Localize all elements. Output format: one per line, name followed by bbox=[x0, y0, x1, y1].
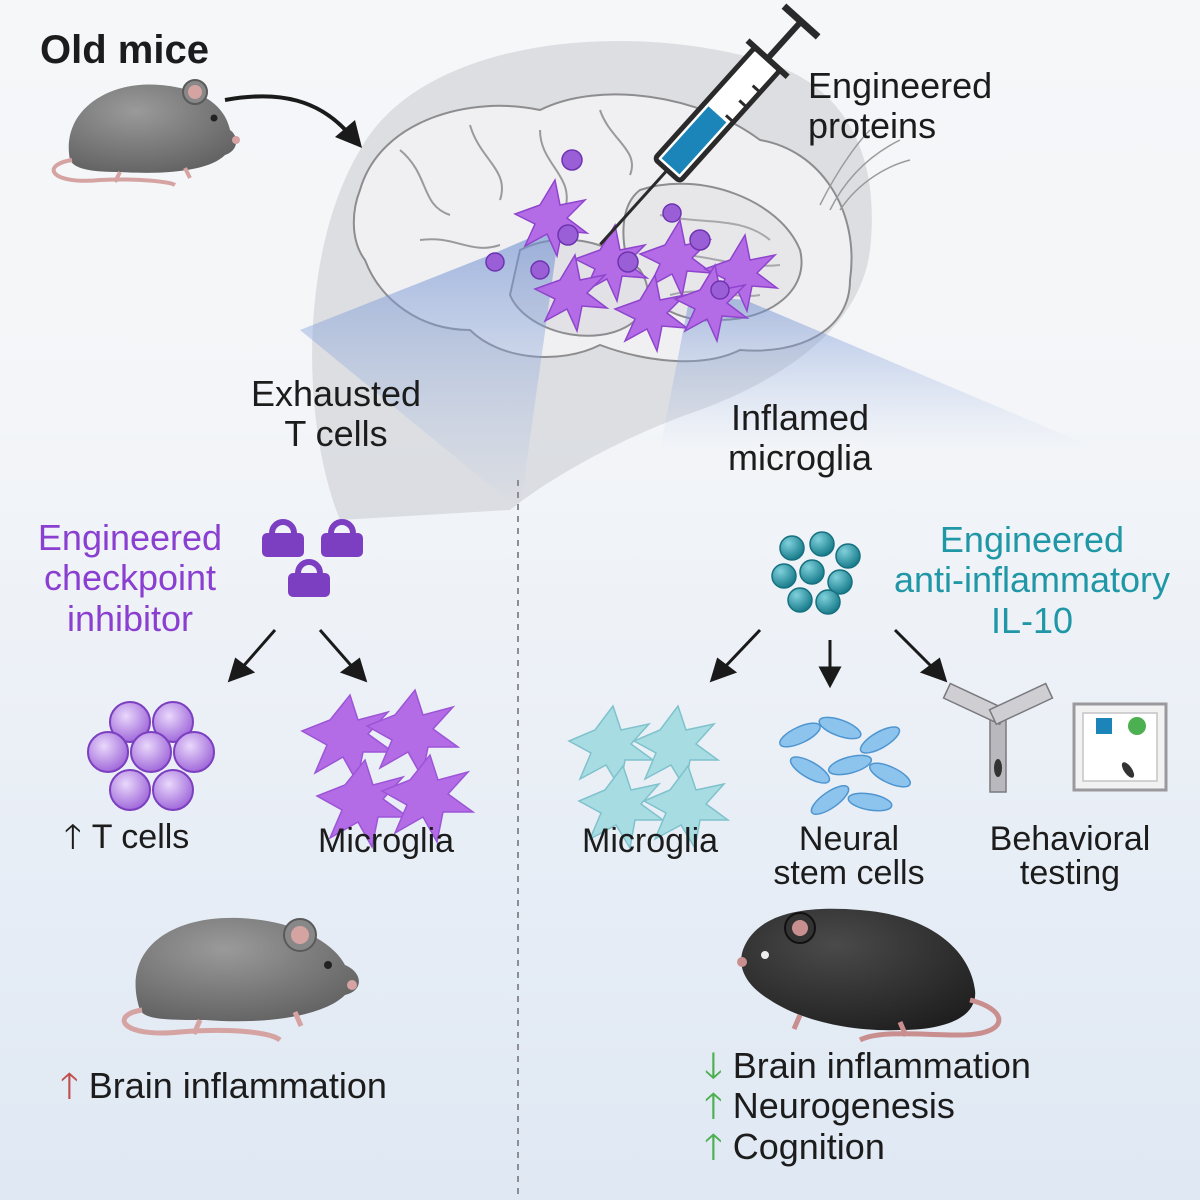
outcome-cognition: 🡑Cognition bbox=[704, 1125, 1031, 1167]
brain-tcells bbox=[485, 149, 730, 300]
up-arrow-icon: 🡑 bbox=[704, 1125, 723, 1167]
tcell-cluster bbox=[87, 701, 215, 811]
exhausted-tcells-label: Exhausted T cells bbox=[236, 373, 436, 455]
outcome-neurogenesis: 🡑Neurogenesis bbox=[704, 1085, 1031, 1127]
behavioral-testing-label: Behavioral testing bbox=[980, 822, 1160, 890]
old-mouse-top bbox=[51, 79, 240, 187]
il10-line2: anti-inflammatory bbox=[893, 559, 1171, 601]
up-arrow-icon: 🡑 bbox=[64, 818, 82, 856]
inflamed-microglia-label: Inflamed microglia bbox=[700, 397, 900, 479]
il10-label: Engineered anti-inflammatory IL-10 bbox=[874, 519, 1190, 641]
up-arrow-icon: 🡑 bbox=[704, 1085, 723, 1127]
behav-line1: Behavioral bbox=[989, 820, 1151, 858]
checkpoint-inhibitor-icons bbox=[262, 519, 363, 597]
neural-stem-cells bbox=[779, 716, 911, 815]
microglia-cluster-right bbox=[567, 704, 731, 851]
beam-right bbox=[660, 295, 1100, 450]
exhausted-line1: Exhausted bbox=[250, 373, 422, 414]
up-arrow-icon: 🡑 bbox=[60, 1065, 79, 1106]
engineered-proteins-line2: proteins bbox=[808, 105, 937, 147]
il10-cluster bbox=[771, 531, 861, 615]
tcells-up-label: 🡑T cells bbox=[64, 818, 189, 856]
old-mice-label: Old mice bbox=[40, 28, 209, 72]
behav-line2: testing bbox=[1019, 854, 1121, 892]
old-mouse-bottom bbox=[121, 917, 359, 1043]
engineered-proteins-label: Engineered proteins bbox=[808, 65, 993, 147]
open-field-icon bbox=[1072, 702, 1168, 792]
whiskers bbox=[819, 129, 911, 211]
microglia-right-label: Microglia bbox=[582, 822, 719, 860]
left-arrows bbox=[227, 629, 368, 683]
il10-line1: Engineered bbox=[939, 519, 1125, 560]
microglia-cluster-left bbox=[300, 688, 476, 850]
brain-inflammation-up-label: 🡑Brain inflammation bbox=[60, 1065, 387, 1106]
outcome1-text: Brain inflammation bbox=[732, 1045, 1031, 1086]
inhibitor-line3: inhibitor bbox=[66, 597, 194, 639]
nsc-line2: stem cells bbox=[773, 854, 925, 892]
tcells-text: T cells bbox=[91, 818, 190, 856]
outcome3-text: Cognition bbox=[732, 1125, 885, 1167]
right-arrows bbox=[709, 628, 948, 689]
down-arrow-icon: 🡓 bbox=[704, 1045, 723, 1086]
inflamed-line1: Inflamed bbox=[730, 397, 870, 438]
y-maze-icon bbox=[942, 682, 1054, 793]
outcome-brain-inflammation: 🡓Brain inflammation bbox=[704, 1045, 1031, 1086]
inhibitor-line1: Engineered bbox=[37, 517, 223, 558]
exhausted-line2: T cells bbox=[284, 413, 388, 455]
young-mouse-bottom bbox=[737, 908, 1002, 1043]
engineered-proteins-line1: Engineered bbox=[808, 65, 993, 106]
left-outcome-text: Brain inflammation bbox=[88, 1065, 387, 1106]
checkpoint-inhibitor-label: Engineered checkpoint inhibitor bbox=[20, 517, 240, 639]
outcome2-text: Neurogenesis bbox=[732, 1085, 955, 1127]
nsc-line1: Neural bbox=[798, 820, 900, 858]
inhibitor-line2: checkpoint bbox=[43, 557, 217, 599]
neural-stem-cells-label: Neural stem cells bbox=[764, 822, 934, 890]
arrow-to-brain bbox=[224, 94, 352, 137]
outcomes-right: 🡓Brain inflammation 🡑Neurogenesis 🡑Cogni… bbox=[704, 1045, 1031, 1167]
beam-left bbox=[300, 225, 560, 510]
il10-line3: IL-10 bbox=[990, 599, 1074, 641]
syringe-icon bbox=[599, 3, 821, 246]
inflamed-line2: microglia bbox=[727, 437, 873, 479]
microglia-left-label: Microglia bbox=[318, 822, 455, 860]
